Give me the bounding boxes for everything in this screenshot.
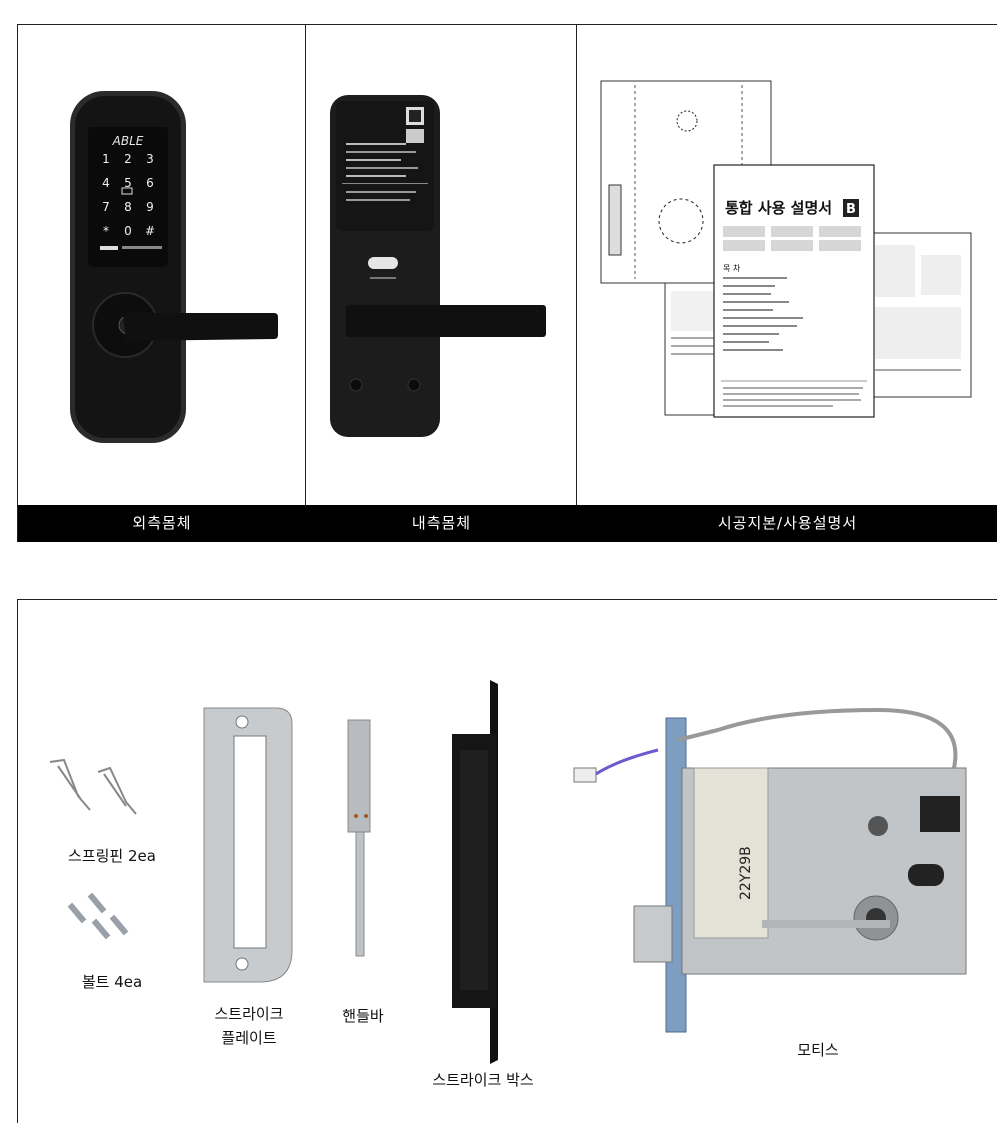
strike-plate	[203, 707, 293, 983]
manual-cell: 통합 사용 설명서 B 목 차	[577, 25, 997, 505]
label-strike-plate: 스트라이크 플레이트	[194, 1002, 304, 1050]
caption-manual: 시공지본/사용설명서	[717, 514, 858, 532]
label-handle-bar: 핸들바	[342, 1007, 384, 1025]
lever-handle	[123, 313, 278, 341]
label-bolt: 볼트 4ea	[81, 973, 143, 991]
handle-bar	[347, 719, 371, 957]
keypad-key: 6	[146, 176, 154, 190]
manual-title: 통합 사용 설명서	[725, 199, 832, 217]
bolts	[67, 892, 129, 940]
mortise: 22Y29B	[573, 707, 967, 1033]
label-mortise: 모티스	[797, 1041, 839, 1059]
brand-logo: ABLE	[112, 134, 144, 148]
manual-toc-heading: 목 차	[723, 264, 741, 273]
keypad-key: 8	[124, 200, 132, 214]
keypad-key: *	[103, 224, 109, 238]
parts-image: 22Y29B	[49, 680, 967, 1064]
caption-bar: 외측몸체 내측몸체 시공지본/사용설명서	[18, 505, 997, 542]
keypad-key: #	[145, 224, 155, 238]
bottom-parts-panel: 22Y29B 스프링핀 2ea 볼트 4ea 스트라이크 플레이트 핸들바 스트…	[17, 599, 997, 1123]
label-strike-plate-line2: 플레이트	[221, 1029, 277, 1047]
interior-lock-image	[330, 95, 546, 437]
card-icon	[121, 187, 133, 195]
keypad-key: 1	[102, 152, 110, 166]
label-strike-box: 스트라이크 박스	[432, 1071, 534, 1089]
interior-body-cell	[306, 25, 577, 505]
caption-interior-body: 내측몸체	[411, 514, 472, 532]
keypad-key: 3	[146, 152, 154, 166]
interior-lever-handle	[346, 305, 546, 337]
mortise-sticker-code: 22Y29B	[738, 846, 754, 900]
keypad-key: 7	[102, 200, 110, 214]
keypad-key: 4	[102, 176, 110, 190]
manual-badge: B	[846, 202, 856, 217]
spring-pins	[49, 758, 137, 815]
label-spring-pin: 스프링핀 2ea	[68, 847, 156, 865]
caption-exterior-body: 외측몸체	[132, 514, 192, 532]
keypad-key: 5	[124, 176, 132, 190]
keypad-key: 2	[124, 152, 132, 166]
strike-box	[452, 680, 498, 1064]
keypad-key: 0	[124, 224, 132, 238]
register-button	[368, 257, 398, 269]
keypad-glass	[88, 127, 168, 267]
label-strike-plate-line1: 스트라이크	[214, 1005, 284, 1023]
manual-image: 통합 사용 설명서 B 목 차	[600, 80, 972, 418]
keypad-key: 9	[146, 200, 154, 214]
